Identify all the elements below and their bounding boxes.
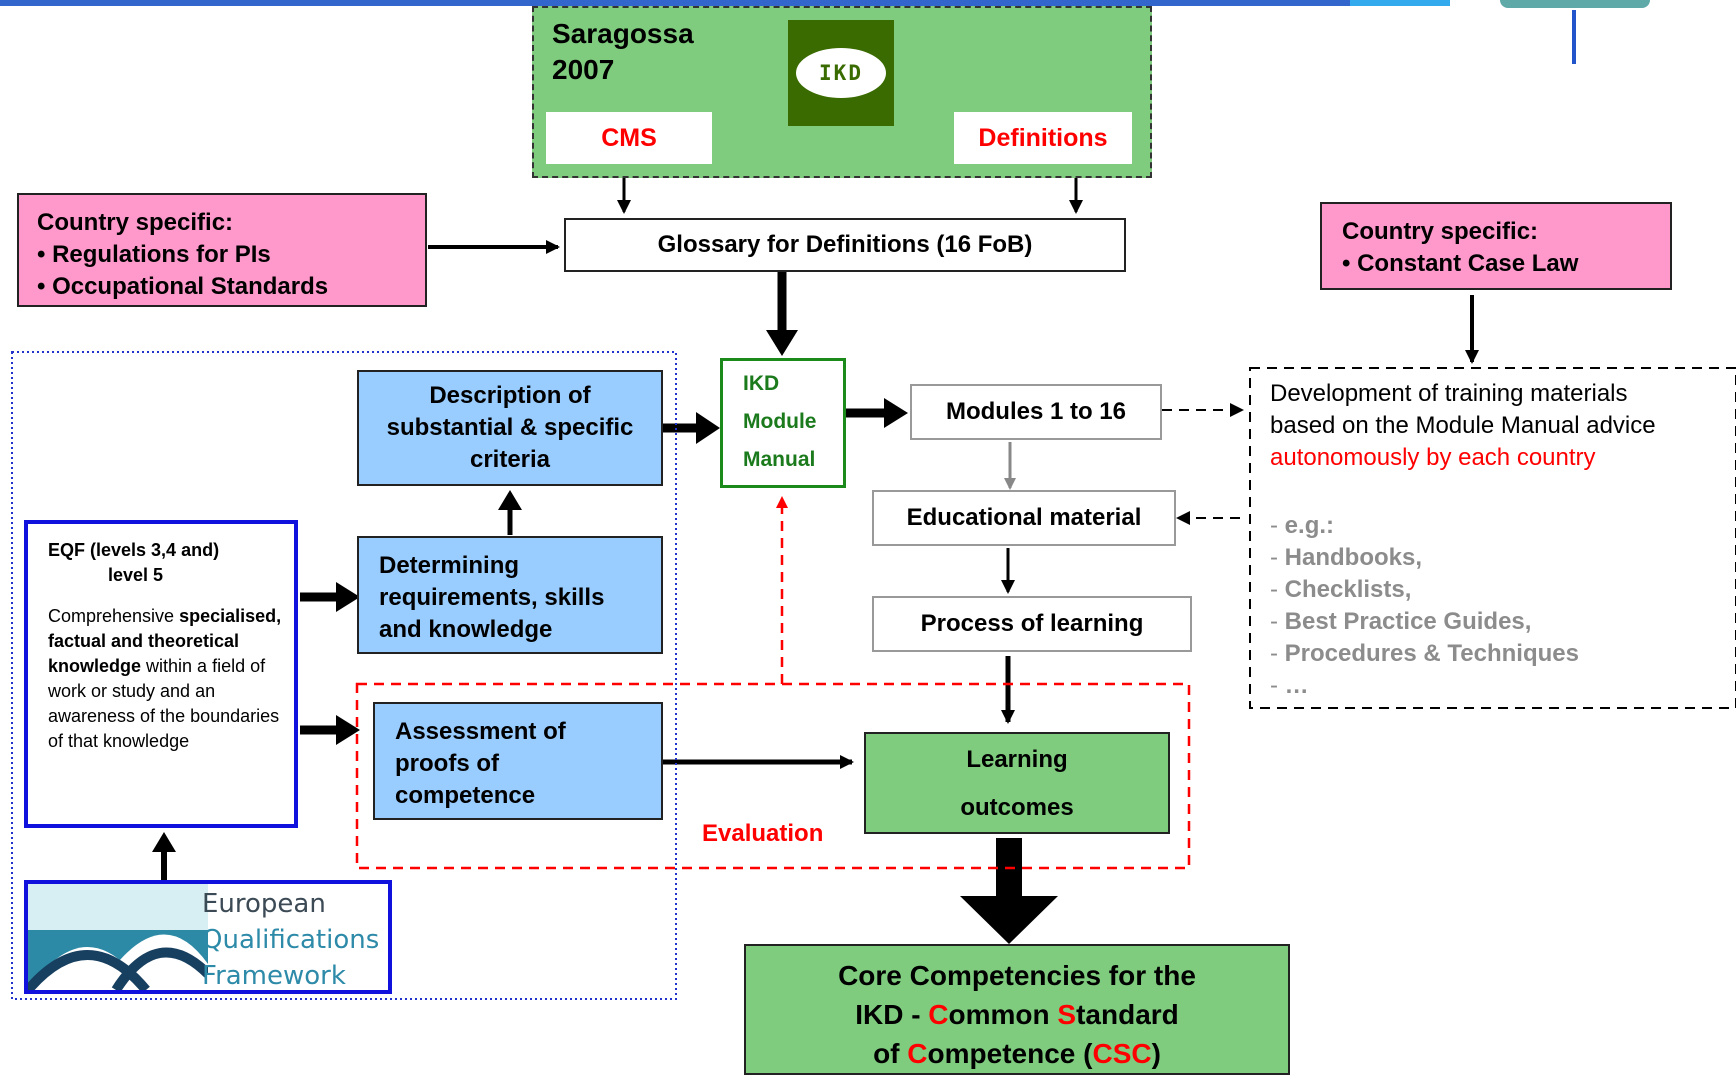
eqf-bold: specialised, factual and theoretical kno… (48, 606, 282, 676)
eqf-logo-line: Framework (202, 961, 346, 991)
development-examples: - e.g.: - Handbooks, - Checklists, - Bes… (1270, 510, 1579, 702)
arrow-eqf-determining (336, 582, 360, 612)
country-left-item: • Regulations for PIs (37, 241, 271, 268)
definitions-box: Definitions (954, 112, 1132, 164)
arrow-description-manual (696, 412, 720, 444)
process-learning-box: Process of learning (872, 596, 1192, 652)
development-frame (1249, 367, 1736, 709)
educational-material-label: Educational material (906, 504, 1142, 531)
development-line: based on the Module Manual advice (1270, 412, 1656, 439)
header-bar-right (1350, 0, 1450, 6)
development-line-red: autonomously by each country (1270, 444, 1596, 471)
learning-outcomes-box: Learning outcomes (864, 732, 1170, 834)
example-item: - e.g.: (1270, 512, 1335, 539)
module-manual-line: Module (743, 410, 817, 433)
eqf-logo-line: Qualifications (202, 925, 380, 955)
eqf-box: EQF (levels 3,4 and) level 5 Comprehensi… (24, 520, 298, 828)
arrow-eqflogo-eqf (152, 832, 176, 852)
example-item: - Checklists, (1270, 576, 1412, 603)
corner-logo-line (1572, 10, 1576, 64)
example-item: - Procedures & Techniques (1270, 640, 1579, 667)
left-dotted-frame (11, 351, 677, 1000)
cms-label: CMS (601, 123, 657, 152)
header-bar (0, 0, 1350, 6)
module-manual-line: IKD (743, 372, 780, 395)
saragossa-name: Saragossa (552, 18, 694, 49)
glossary-box: Glossary for Definitions (16 FoB) (564, 218, 1126, 272)
educational-material-box: Educational material (872, 490, 1176, 546)
modules-box: Modules 1 to 16 (910, 384, 1162, 440)
arrow-glossary-manual (766, 330, 798, 356)
learning-outcomes-line: Learning (966, 746, 1068, 773)
module-manual-line: Manual (743, 448, 816, 471)
development-line: Development of training materials (1270, 380, 1628, 407)
country-right-item: • Constant Case Law (1342, 250, 1579, 277)
determining-box: Determining requirements, skills and kno… (357, 536, 663, 654)
country-specific-right: Country specific: • Constant Case Law (1320, 202, 1672, 290)
csc-line1: Core Competencies for the (838, 960, 1196, 991)
eqf-description: Comprehensive specialised, factual and t… (48, 604, 282, 754)
ikd-logo-oval: IKD (796, 48, 886, 98)
arrow-eqf-assessment (336, 715, 360, 745)
eqf-logo-text: European Qualifications Framework (202, 886, 380, 991)
bridge-icon (28, 884, 208, 990)
development-text: Development of training materials based … (1270, 378, 1730, 474)
determining-label: Determining requirements, skills and kno… (379, 552, 605, 643)
learning-outcomes-line: outcomes (960, 794, 1074, 821)
eqf-heading-level: level 5 (108, 565, 164, 585)
cms-box: CMS (546, 112, 712, 164)
modules-label: Modules 1 to 16 (945, 398, 1127, 425)
csc-line3: of Competence (CSC) (873, 1038, 1161, 1069)
csc-box: Core Competencies for the IKD - Common S… (744, 944, 1290, 1075)
saragossa-title: Saragossa 2007 (552, 16, 694, 88)
assessment-box: Assessment of proofs of competence (373, 702, 663, 820)
csc-line2: IKD - Common Standard (855, 999, 1179, 1030)
eqf-logo: European Qualifications Framework (24, 880, 392, 994)
example-item: - Handbooks, (1270, 544, 1423, 571)
eqf-logo-line: European (202, 889, 326, 919)
assessment-label: Assessment of proofs of competence (395, 718, 566, 809)
glossary-label: Glossary for Definitions (16 FoB) (657, 231, 1033, 258)
corner-logo-fragment (1500, 0, 1650, 8)
description-label: Description of substantial & specific cr… (386, 382, 634, 473)
eqf-rest: within a field of work or study and an a… (48, 656, 280, 751)
evaluation-label: Evaluation (702, 820, 824, 847)
example-item: - … (1270, 672, 1309, 699)
country-left-title: Country specific: (37, 209, 234, 236)
ikd-logo-text: IKD (819, 61, 863, 85)
evaluation-frame (355, 682, 1191, 870)
ikd-logo: IKD (788, 20, 894, 126)
country-left-item: • Occupational Standards (37, 273, 329, 300)
arrow-determining-description (498, 490, 522, 510)
arrow-manual-modules (884, 398, 908, 428)
saragossa-year: 2007 (552, 54, 615, 85)
module-manual-box: IKD Module Manual (720, 358, 846, 488)
country-right-title: Country specific: (1342, 218, 1539, 245)
description-box: Description of substantial & specific cr… (357, 370, 663, 486)
eqf-intro: Comprehensive (48, 606, 175, 626)
country-specific-left: Country specific: • Regulations for PIs … (17, 193, 427, 307)
process-learning-label: Process of learning (920, 610, 1144, 637)
definitions-label: Definitions (978, 123, 1108, 152)
arrow-outcomes-csc (960, 896, 1058, 944)
eqf-heading: EQF (levels 3,4 and) (48, 540, 220, 560)
example-item: - Best Practice Guides, (1270, 608, 1532, 635)
